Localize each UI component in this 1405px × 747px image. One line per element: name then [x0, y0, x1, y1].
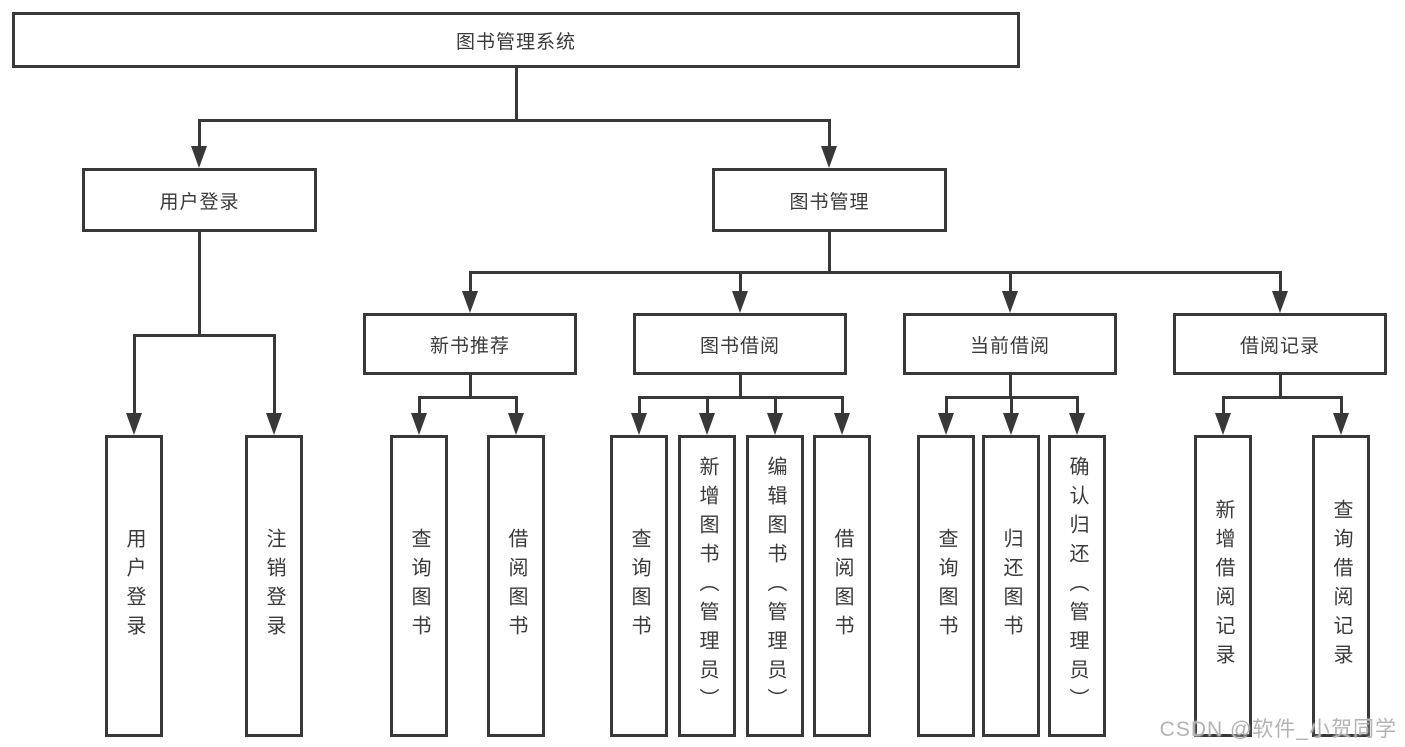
leaf-return-book-label: 归还图书: [1000, 528, 1022, 644]
leaf-borrow-books-borrow-label: 借阅图书: [831, 528, 853, 644]
leaf-user-login: 用户登录: [105, 435, 163, 737]
arrowhead: [1069, 413, 1085, 435]
node-root: 图书管理系统: [12, 12, 1020, 68]
connector-line: [774, 396, 777, 415]
connector-line: [418, 396, 518, 399]
node-user-login: 用户登录: [82, 168, 317, 232]
leaf-borrow-books-recommend-label: 借阅图书: [505, 528, 527, 644]
node-borrow-records: 借阅记录: [1173, 313, 1387, 375]
connector-line: [739, 375, 742, 399]
leaf-query-books-borrow-label: 查询图书: [628, 528, 650, 644]
connector-line: [1340, 396, 1343, 415]
leaf-add-borrow-record: 新增借阅记录: [1194, 435, 1252, 737]
arrowhead: [699, 413, 715, 435]
leaf-logout: 注销登录: [245, 435, 303, 737]
node-current-borrow: 当前借阅: [903, 313, 1117, 375]
arrowhead: [266, 413, 282, 435]
connector-line: [133, 334, 276, 337]
arrowhead: [462, 291, 478, 313]
node-book-management-label: 图书管理: [789, 191, 870, 213]
connector-line: [739, 271, 742, 293]
connector-line: [133, 334, 136, 415]
leaf-query-books-recommend: 查询图书: [390, 435, 448, 737]
leaf-return-book: 归还图书: [982, 435, 1040, 737]
connector-line: [273, 334, 276, 415]
connector-line: [515, 396, 518, 415]
arrowhead: [508, 413, 524, 435]
leaf-query-books-current-label: 查询图书: [935, 528, 957, 644]
connector-line: [1076, 396, 1079, 415]
leaf-query-books-current: 查询图书: [917, 435, 975, 737]
leaf-add-book-admin: 新增图书（管理员）: [678, 435, 736, 737]
connector-line: [945, 396, 948, 415]
connector-line: [706, 396, 709, 415]
connector-line: [469, 271, 472, 293]
connector-line: [638, 396, 641, 415]
connector-line: [1279, 271, 1282, 293]
arrowhead: [1215, 413, 1231, 435]
leaf-edit-book-admin-label: 编辑图书（管理员）: [764, 455, 786, 717]
connector-line: [1010, 396, 1013, 415]
connector-line: [1222, 396, 1225, 415]
connector-line: [1222, 396, 1343, 399]
arrowhead: [1003, 413, 1019, 435]
arrowhead: [938, 413, 954, 435]
leaf-borrow-books-recommend: 借阅图书: [487, 435, 545, 737]
connector-line: [638, 396, 844, 399]
node-new-book-recommend-label: 新书推荐: [429, 335, 510, 357]
node-root-label: 图书管理系统: [455, 31, 576, 53]
leaf-confirm-return-admin: 确认归还（管理员）: [1048, 435, 1106, 737]
arrowhead: [191, 146, 207, 168]
connector-line: [828, 232, 831, 273]
arrowhead: [821, 146, 837, 168]
connector-line: [828, 119, 831, 148]
leaf-user-login-label: 用户登录: [123, 528, 145, 644]
arrowhead: [631, 413, 647, 435]
node-book-management: 图书管理: [712, 168, 947, 232]
leaf-query-books-borrow: 查询图书: [610, 435, 668, 737]
connector-line: [515, 68, 518, 121]
connector-line: [198, 232, 201, 336]
leaf-add-book-admin-label: 新增图书（管理员）: [696, 455, 718, 717]
node-borrow-records-label: 借阅记录: [1239, 335, 1320, 357]
arrowhead: [767, 413, 783, 435]
connector-line: [1009, 271, 1012, 293]
node-book-borrow-label: 图书借阅: [699, 335, 780, 357]
leaf-query-borrow-record-label: 查询借阅记录: [1330, 499, 1352, 673]
leaf-query-borrow-record: 查询借阅记录: [1312, 435, 1370, 737]
connector-line: [841, 396, 844, 415]
connector-line: [1279, 375, 1282, 399]
csdn-watermark: CSDN @软件_小贺同学: [1159, 718, 1397, 741]
connector-line: [469, 375, 472, 399]
leaf-confirm-return-admin-label: 确认归还（管理员）: [1066, 455, 1088, 717]
leaf-borrow-books-borrow: 借阅图书: [813, 435, 871, 737]
leaf-query-books-recommend-label: 查询图书: [408, 528, 430, 644]
node-current-borrow-label: 当前借阅: [969, 335, 1050, 357]
node-new-book-recommend: 新书推荐: [363, 313, 577, 375]
connector-line: [469, 271, 1282, 274]
node-book-borrow: 图书借阅: [633, 313, 847, 375]
arrowhead: [411, 413, 427, 435]
node-user-login-label: 用户登录: [159, 191, 240, 213]
connector-line: [1009, 375, 1012, 399]
connector-line: [418, 396, 421, 415]
leaf-edit-book-admin: 编辑图书（管理员）: [746, 435, 804, 737]
leaf-logout-label: 注销登录: [263, 528, 285, 644]
arrowhead: [1272, 291, 1288, 313]
arrowhead: [1333, 413, 1349, 435]
arrowhead: [834, 413, 850, 435]
connector-line: [198, 119, 831, 122]
arrowhead: [126, 413, 142, 435]
connector-line: [198, 119, 201, 148]
arrowhead: [1002, 291, 1018, 313]
leaf-add-borrow-record-label: 新增借阅记录: [1212, 499, 1234, 673]
arrowhead: [732, 291, 748, 313]
